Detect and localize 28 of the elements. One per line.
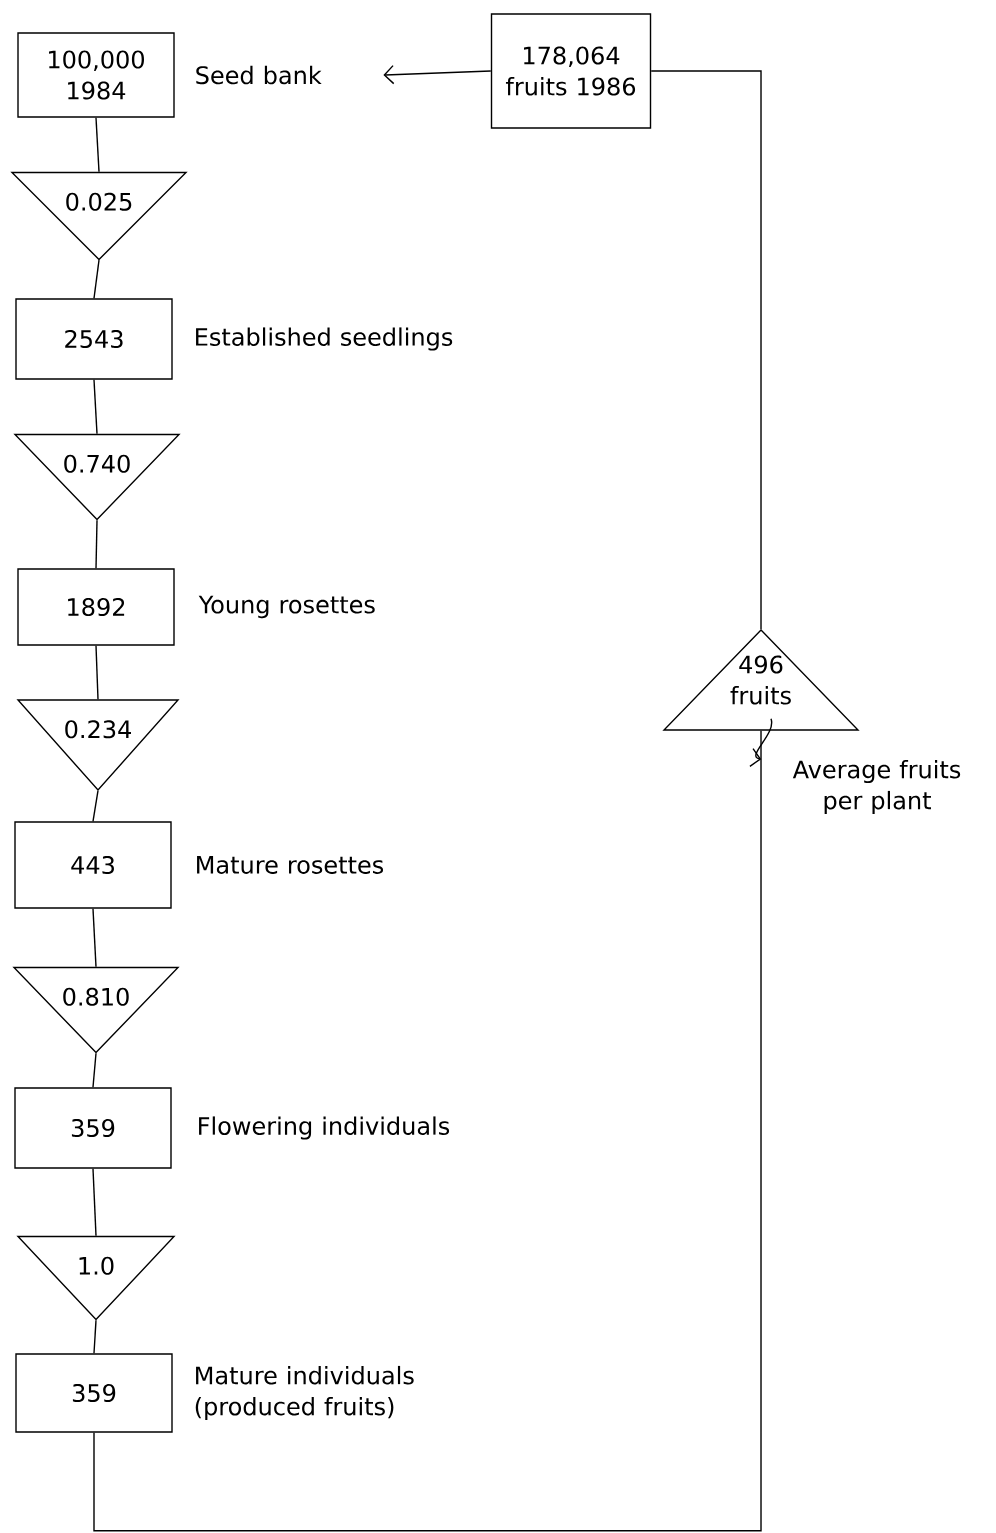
connector-line — [93, 1319, 97, 1354]
stage-label: Mature individuals (produced fruits) — [195, 1365, 414, 1421]
stage-label: Mature rosettes — [197, 856, 384, 874]
connector-line — [650, 70, 762, 630]
stage-label: Seed bank — [196, 65, 322, 85]
count-box: 2543 — [15, 298, 173, 380]
count-box: 1892 — [17, 568, 175, 646]
leader-line — [749, 718, 773, 768]
arrow — [383, 64, 492, 85]
count-box: 178,064 fruits 1986 — [490, 13, 652, 129]
count-box: 359 — [15, 1353, 173, 1433]
connector-line — [95, 117, 100, 173]
connector-line — [92, 1052, 97, 1088]
connector-line — [95, 645, 99, 700]
connector-line — [93, 259, 100, 299]
count-box: 100,000 1984 — [17, 32, 175, 118]
note-text: Average fruits per plant — [792, 759, 961, 815]
stage-label: Established seedlings — [196, 327, 453, 351]
connector-line — [95, 519, 98, 569]
connector-line — [93, 379, 98, 435]
connector-line — [92, 1168, 97, 1237]
count-box: 443 — [14, 821, 172, 909]
stage-label: Flowering individuals — [199, 1116, 450, 1140]
connector-line — [93, 730, 762, 1532]
connector-line — [92, 790, 99, 822]
stage-label: Young rosettes — [198, 595, 375, 619]
count-box: 359 — [14, 1087, 172, 1169]
connector-line — [92, 908, 97, 968]
